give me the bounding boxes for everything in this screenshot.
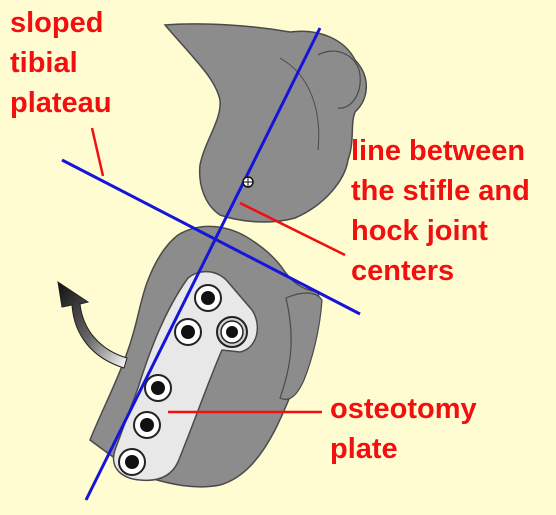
plate-screw <box>217 317 247 347</box>
plate-screw <box>175 319 201 345</box>
plate-screw <box>195 285 221 311</box>
curved-arrow-icon <box>58 282 127 368</box>
label-sloped-tibial-plateau: sloped tibial plateau <box>10 7 112 119</box>
leader-line-plateau <box>92 128 103 176</box>
crosshair-marker-icon <box>243 177 253 187</box>
plate-screw <box>119 449 145 475</box>
plate-screw <box>134 412 160 438</box>
label-line-between-joints: line between the stifle and hock joint c… <box>351 135 538 287</box>
plate-screw <box>145 375 171 401</box>
label-osteotomy-plate: osteotomy plate <box>330 393 485 465</box>
